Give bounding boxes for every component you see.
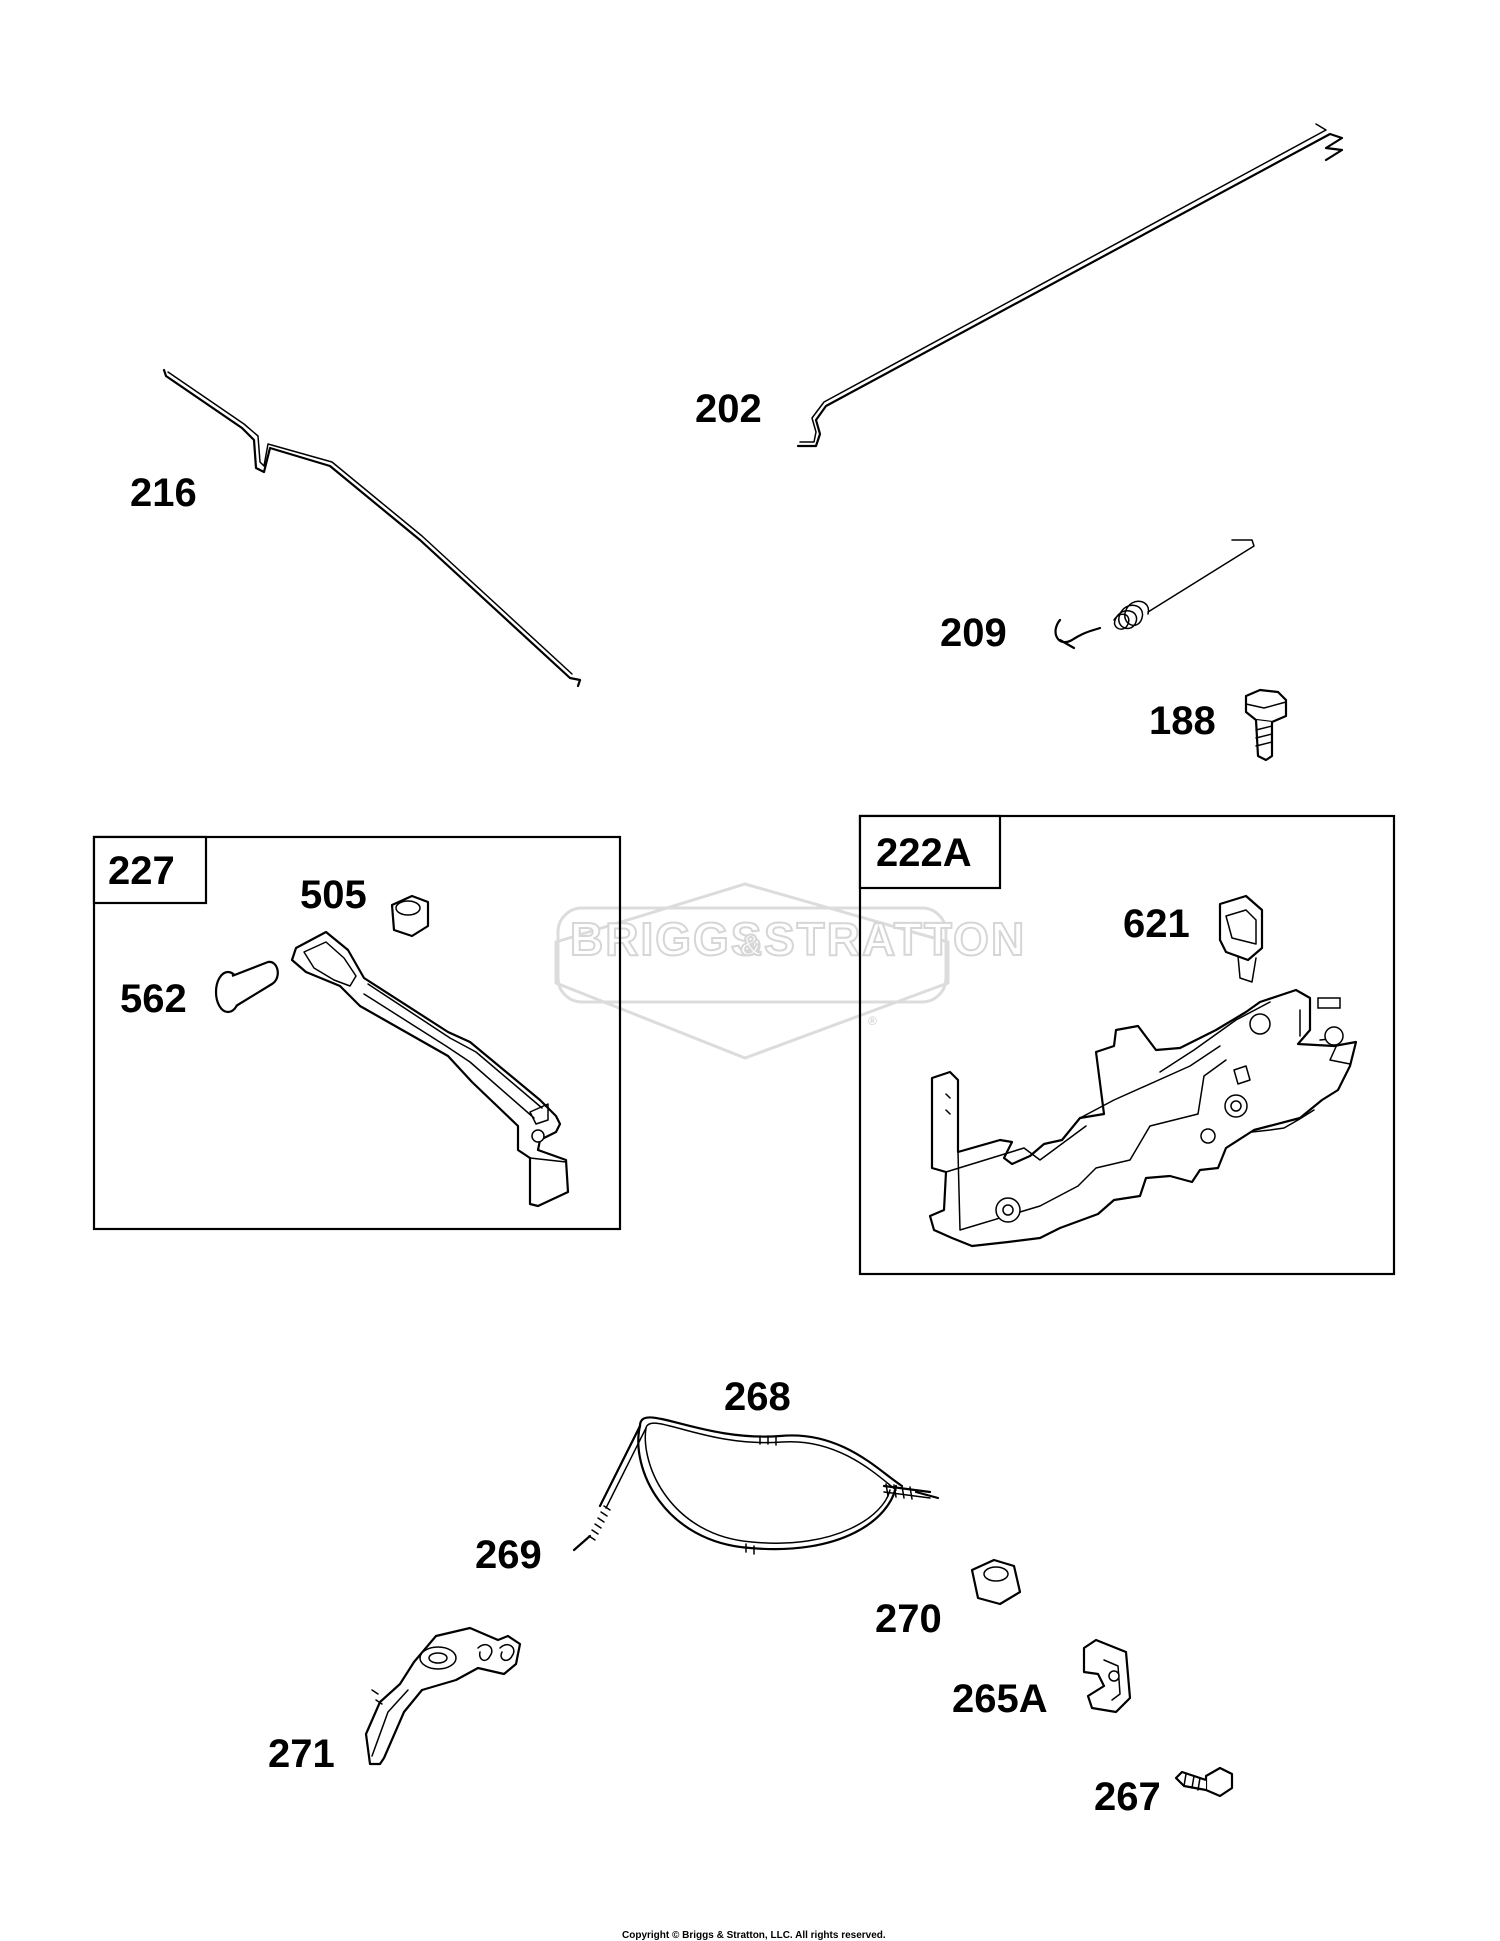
box-label-227: 227	[108, 849, 175, 893]
part-188-bolt[interactable]	[1244, 688, 1288, 762]
label-268: 268	[724, 1375, 791, 1419]
part-270-nut[interactable]	[970, 1558, 1022, 1606]
copyright-notice: Copyright © Briggs & Stratton, LLC. All …	[622, 1930, 886, 1941]
watermark-registered-mark: ®	[868, 1014, 877, 1028]
part-505-nut[interactable]	[390, 894, 430, 938]
part-209-spring[interactable]	[1054, 539, 1255, 650]
label-271: 271	[268, 1732, 335, 1776]
part-throttle-lever[interactable]	[290, 930, 570, 1208]
watermark-brand-amp: &	[740, 929, 764, 962]
label-202: 202	[695, 387, 762, 431]
label-216: 216	[130, 471, 197, 515]
label-269: 269	[475, 1533, 542, 1577]
box-222A-control-bracket-assembly	[858, 814, 1396, 1276]
part-267-screw[interactable]	[1174, 1766, 1234, 1798]
label-270: 270	[875, 1597, 942, 1641]
watermark-brand-left: BRIGGS	[570, 913, 763, 965]
part-202-rod[interactable]	[796, 123, 1344, 448]
brand-watermark: BRIGGS & STRATTON ®	[554, 882, 1026, 1060]
box-label-222A: 222A	[876, 831, 972, 875]
label-209: 209	[940, 611, 1007, 655]
watermark-brand-right: STRATTON	[764, 913, 1026, 965]
label-188: 188	[1149, 699, 1216, 743]
part-268-cable[interactable]	[572, 1416, 940, 1555]
part-271-control-lever[interactable]	[364, 1626, 522, 1766]
label-265A: 265A	[952, 1677, 1048, 1721]
label-505: 505	[300, 873, 367, 917]
box-227-throttle-lever-assembly	[92, 835, 622, 1231]
label-267: 267	[1094, 1775, 1161, 1819]
part-621-clip[interactable]	[1218, 894, 1264, 983]
part-216-link[interactable]	[162, 368, 582, 688]
part-562-pin[interactable]	[214, 960, 279, 1014]
part-control-bracket[interactable]	[928, 988, 1358, 1248]
part-265A-cable-clamp[interactable]	[1082, 1638, 1132, 1714]
label-621: 621	[1123, 902, 1190, 946]
label-562: 562	[120, 977, 187, 1021]
